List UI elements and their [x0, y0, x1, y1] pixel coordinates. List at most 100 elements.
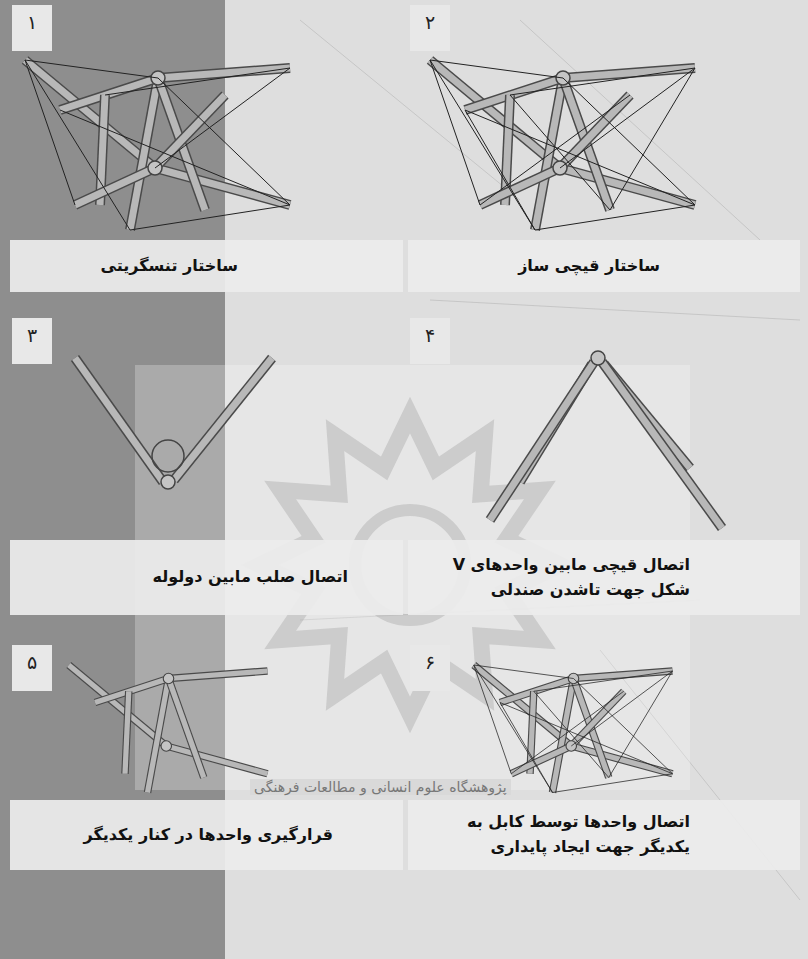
panel-number: ۱ — [12, 5, 52, 51]
caption-band: اتصال صلب مابین دولوله — [10, 540, 403, 615]
joint — [161, 741, 172, 752]
callout-number: ۲ — [410, 5, 450, 39]
cable — [610, 68, 695, 210]
cable — [474, 665, 512, 774]
cable — [563, 78, 695, 205]
cable — [510, 68, 695, 95]
tube — [560, 95, 630, 168]
caption-band: ساختار قیچی ساز — [408, 240, 800, 292]
cable — [535, 205, 695, 230]
joint — [161, 475, 175, 489]
tube-outline — [430, 60, 560, 168]
tube — [474, 665, 572, 746]
joint — [591, 351, 605, 365]
tube — [25, 60, 155, 168]
panel-number: ۳ — [12, 318, 52, 364]
tube-outline — [571, 746, 672, 774]
tube-outline — [602, 362, 722, 528]
tube — [130, 78, 158, 230]
cable — [511, 691, 624, 774]
tube-outline — [75, 168, 155, 205]
tube-outline — [148, 679, 169, 793]
cable — [560, 68, 695, 168]
cable — [25, 60, 158, 78]
cable — [465, 110, 535, 230]
tube — [571, 746, 672, 774]
caption-band: اتصال واحدها توسط کابل به یکدیگر جهت ایج… — [408, 800, 800, 870]
tube — [480, 168, 560, 205]
tube — [511, 746, 571, 774]
scissor-hinge — [490, 351, 722, 528]
tube-outline — [511, 746, 571, 774]
tube — [174, 358, 272, 480]
cable — [105, 68, 290, 95]
tube-structures — [25, 60, 722, 793]
tube — [125, 691, 129, 774]
tube-outline — [166, 746, 267, 774]
tube — [75, 168, 155, 205]
cable — [25, 60, 75, 205]
structure — [25, 60, 290, 230]
tube — [148, 679, 169, 793]
tube-outline — [169, 671, 268, 679]
cable — [130, 205, 290, 230]
tube — [490, 362, 594, 520]
callout-number: ۶ — [410, 645, 450, 679]
tube — [155, 95, 225, 168]
callout-number: ۵ — [12, 645, 52, 679]
tube-outline — [169, 679, 204, 778]
tube — [158, 68, 290, 78]
tube — [169, 679, 204, 778]
cable — [480, 95, 630, 205]
tube-outline — [560, 168, 695, 205]
tube-outline — [480, 168, 560, 205]
joint — [163, 673, 174, 684]
caption-text: قرارگیری واحدها در کنار یکدیگر — [33, 823, 333, 848]
callout-number: ۱ — [12, 5, 52, 39]
cable — [534, 671, 673, 691]
tube — [563, 68, 695, 78]
structure — [69, 665, 268, 793]
cable — [534, 691, 609, 777]
cable — [155, 68, 290, 168]
cable — [158, 78, 290, 205]
tube-outline — [155, 168, 290, 205]
tube — [560, 168, 695, 205]
tube — [574, 671, 673, 679]
cable — [430, 60, 535, 230]
cable — [510, 95, 610, 210]
tube — [602, 362, 722, 528]
tube-outline — [158, 68, 290, 78]
tube-outline — [25, 60, 155, 168]
tube-outline — [563, 68, 695, 78]
tube-outline — [490, 362, 594, 520]
cable — [553, 774, 673, 793]
cable — [430, 60, 563, 78]
cable — [60, 110, 290, 205]
tube-outline — [75, 358, 163, 482]
tube-outline — [560, 95, 630, 168]
tube-outline — [571, 691, 624, 746]
caption-band: قرارگیری واحدها در کنار یکدیگر — [10, 800, 403, 870]
panel-number: ۴ — [410, 318, 450, 364]
tube — [571, 691, 624, 746]
tube-outline — [130, 78, 158, 230]
rigid-joint — [75, 358, 272, 489]
callout-number: ۴ — [410, 318, 450, 352]
caption-band: اتصال قیچی مابین واحدهای V شکل جهت تاشدن… — [408, 540, 800, 615]
tube-outline — [474, 665, 572, 746]
cable — [571, 671, 672, 746]
tube-outline — [174, 358, 272, 480]
panel-number: ۵ — [12, 645, 52, 691]
panel-number: ۶ — [410, 645, 450, 691]
cable — [474, 665, 553, 793]
cable — [574, 679, 673, 774]
tube-outline — [125, 691, 129, 774]
watermark-text: پژوهشگاه علوم انسانی و مطالعات فرهنگی — [250, 779, 511, 795]
caption-text: اتصال قیچی مابین واحدهای V شکل جهت تاشدن… — [440, 553, 690, 603]
caption-text: ساختار قیچی ساز — [420, 254, 660, 279]
tube — [430, 60, 560, 168]
caption-band: ساختار تنسگریتی — [10, 240, 403, 292]
caption-text: اتصال واحدها توسط کابل به یکدیگر جهت ایج… — [440, 810, 690, 860]
tube-outline — [574, 671, 673, 679]
